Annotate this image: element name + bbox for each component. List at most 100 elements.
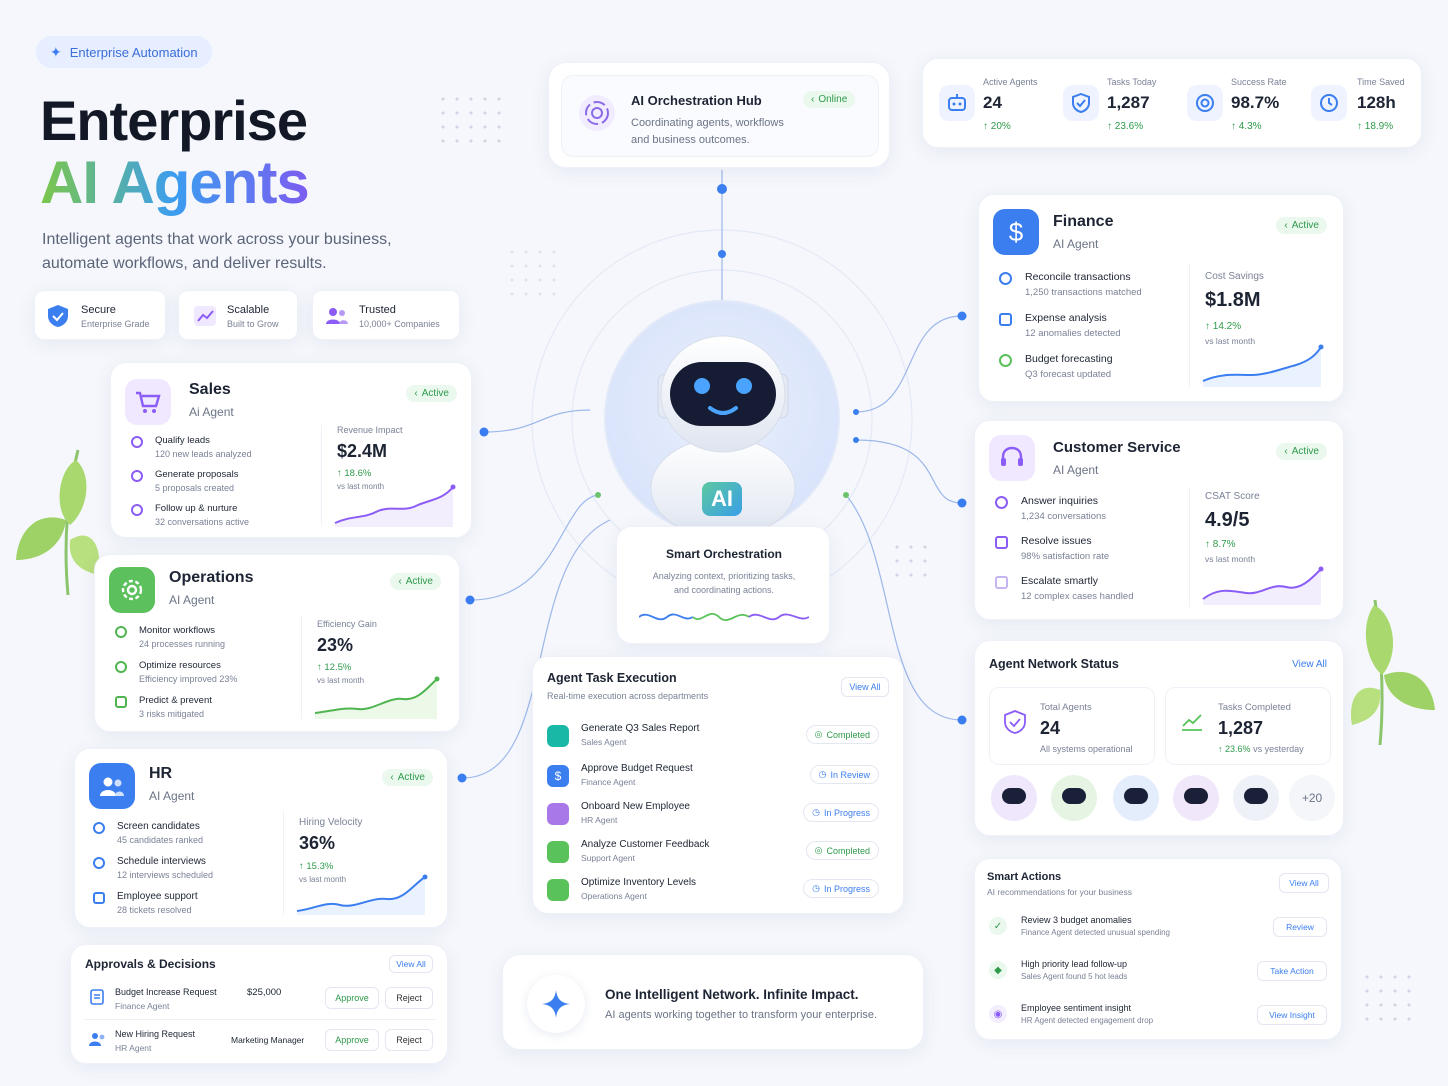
task-title: Monitor workflows	[139, 625, 216, 636]
tile-label: Tasks Completed	[1218, 702, 1291, 713]
orchestration-hub-card[interactable]: AI Orchestration Hub Coordinating agents…	[548, 62, 890, 168]
more-avatars-badge[interactable]: +20	[1289, 775, 1335, 821]
section-title: Agent Task Execution	[547, 671, 677, 685]
task-sub: 1,234 conversations	[1021, 511, 1107, 522]
approval-value: $25,000	[247, 987, 282, 998]
dollar-icon: $	[547, 765, 569, 787]
avatar[interactable]	[1113, 775, 1159, 821]
chart-icon	[547, 725, 569, 747]
view-all-link[interactable]: View All	[1292, 659, 1327, 670]
review-button[interactable]: Review	[1273, 917, 1327, 937]
banner-subtitle: AI agents working together to transform …	[605, 1009, 878, 1021]
task-sub: Q3 forecast updated	[1025, 369, 1112, 380]
section-subtitle: Real-time execution across departments	[547, 691, 709, 701]
feature-secure: Secure Enterprise Grade	[34, 290, 166, 340]
customer-service-agent-card[interactable]: Customer Service AI Agent ‹ Active Answe…	[974, 420, 1344, 620]
hub-status-badge: ‹Online	[803, 91, 856, 108]
section-title: Agent Network Status	[989, 657, 1119, 671]
tile-note: ↑ 23.6% vs yesterday	[1218, 744, 1304, 754]
metric-label: Hiring Velocity	[299, 817, 363, 828]
check-circle-icon: ◎	[814, 845, 823, 855]
sparkle-icon	[527, 975, 585, 1033]
action-sub: HR Agent detected engagement drop	[1021, 1016, 1154, 1025]
task-execution-card: Agent Task Execution Real-time execution…	[532, 656, 904, 914]
hub-desc-line: and business outcomes.	[631, 134, 750, 146]
sparkline	[296, 874, 428, 915]
target-icon	[1187, 85, 1223, 121]
check-circle-icon: ✓	[989, 917, 1007, 935]
metric-change: ↑ 8.7%	[1205, 539, 1236, 550]
table-row[interactable]: Optimize Inventory Levels Operations Age…	[547, 875, 891, 911]
stat-label: Success Rate	[1231, 77, 1287, 87]
task-title: Onboard New Employee	[581, 801, 690, 812]
task-sub: 45 candidates ranked	[117, 835, 204, 845]
view-all-button[interactable]: View All	[841, 677, 889, 697]
operations-agent-card[interactable]: Operations AI Agent ‹ Active Monitor wor…	[94, 554, 460, 732]
status-badge: ‹ Active	[390, 573, 441, 590]
table-row[interactable]: Onboard New Employee HR Agent ◷In Progre…	[547, 799, 891, 835]
stat-change-value: 20%	[990, 121, 1011, 132]
view-insight-button[interactable]: View Insight	[1257, 1005, 1327, 1025]
task-title: Schedule interviews	[117, 856, 206, 867]
stat-value: 128h	[1357, 93, 1396, 112]
sparkline	[1202, 344, 1324, 387]
status-text: Active	[1291, 446, 1319, 457]
sparkle-icon: ✦	[50, 43, 62, 60]
feature-sub: Enterprise Grade	[81, 319, 150, 329]
take-action-button[interactable]: Take Action	[1257, 961, 1327, 981]
hub-desc-line: Coordinating agents, workflows	[631, 117, 784, 129]
leaf-decoration	[16, 449, 100, 596]
headset-icon	[989, 435, 1035, 481]
task-sub: 1,250 transactions matched	[1025, 287, 1142, 298]
hero-badge-label: Enterprise Automation	[69, 44, 198, 60]
robot-face	[1184, 788, 1208, 804]
metric-value: 36%	[299, 833, 336, 853]
avatar[interactable]	[1233, 775, 1279, 821]
task-sub: 12 anomalies detected	[1025, 328, 1121, 339]
metric-value: $2.4M	[337, 441, 388, 461]
status-text: Active	[1291, 220, 1319, 231]
tasks-completed-tile: Tasks Completed 1,287 ↑ 23.6% vs yesterd…	[1165, 687, 1331, 765]
divider	[301, 615, 302, 719]
table-row[interactable]: Analyze Customer Feedback Support Agent …	[547, 837, 891, 873]
check-circle-icon	[115, 661, 127, 673]
view-all-button[interactable]: View All	[1279, 873, 1329, 893]
avatar[interactable]	[1173, 775, 1219, 821]
cart-icon	[125, 379, 171, 425]
clock-icon: ◷	[818, 769, 827, 779]
action-title: Employee sentiment insight	[1021, 1003, 1132, 1013]
robot-face	[1062, 788, 1086, 804]
view-all-button[interactable]: View All	[389, 955, 433, 973]
check-circle-icon	[131, 504, 143, 516]
status-badge: ‹ Active	[406, 385, 457, 402]
task-title: Analyze Customer Feedback	[581, 839, 710, 850]
hero-title-accent: AI Agents	[40, 149, 310, 216]
reject-button[interactable]: Reject	[385, 1029, 433, 1051]
finance-agent-card[interactable]: $ Finance AI Agent ‹ Active Reconcile tr…	[978, 194, 1344, 402]
status-text: Active	[421, 388, 449, 399]
reject-button[interactable]: Reject	[385, 987, 433, 1009]
section-title: Smart Actions	[987, 871, 1062, 883]
task-title: Optimize Inventory Levels	[581, 877, 697, 888]
escalate-icon	[995, 576, 1008, 589]
robot-illustration	[650, 335, 796, 528]
avatar[interactable]	[991, 775, 1037, 821]
task-title: Generate proposals	[155, 469, 239, 480]
waveform	[639, 613, 809, 621]
approve-button[interactable]: Approve	[325, 1029, 379, 1051]
shield-check-icon	[1004, 710, 1026, 734]
check-circle-icon	[131, 436, 143, 448]
metric-note: vs last month	[1205, 554, 1256, 564]
approve-button[interactable]: Approve	[325, 987, 379, 1009]
task-title: Escalate smartly	[1021, 575, 1099, 587]
table-row[interactable]: Generate Q3 Sales Report Sales Agent ◎Co…	[547, 721, 891, 757]
task-sub: 28 tickets resolved	[117, 905, 192, 915]
table-row[interactable]: $ Approve Budget Request Finance Agent ◷…	[547, 761, 891, 797]
avatar[interactable]	[1051, 775, 1097, 821]
